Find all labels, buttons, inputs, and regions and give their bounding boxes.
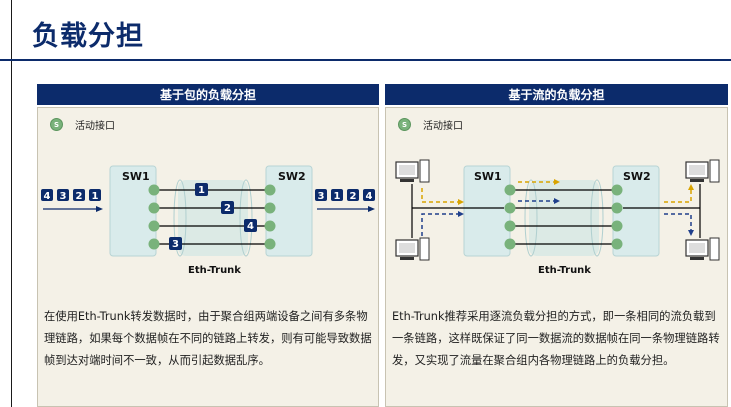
description-packet: 在使用Eth-Trunk转发数据时，由于聚合组两端设备之间有多条物理链路，如果每… (44, 310, 372, 367)
link-packet-label: 3 (172, 239, 179, 250)
port-icon (264, 202, 276, 214)
link-packet-3: 4 (244, 219, 257, 232)
description-flow: Eth-Trunk推荐采用逐流负载分担的方式，即一条相同的流负载到一条链路，这样… (392, 310, 720, 367)
title-divider (0, 59, 731, 61)
arrow-right-icon (368, 206, 375, 212)
outgoing-packet: 3 (318, 191, 325, 202)
sw1-ports (504, 184, 516, 250)
flow-a-arrow (664, 188, 692, 203)
trunk-bundle (178, 180, 248, 256)
incoming-packet: 3 (60, 191, 67, 202)
panel-flow-based: S 活动接口 SW1 SW2 Eth-Trunk (385, 107, 728, 407)
port-icon (148, 220, 160, 232)
trunk-label: Eth-Trunk (188, 265, 241, 276)
sw2-label: SW2 (623, 170, 651, 183)
sw1-ports (148, 184, 160, 250)
port-icon (611, 238, 623, 250)
port-icon (504, 220, 516, 232)
port-icon (504, 238, 516, 250)
left-edge-rule (11, 0, 12, 407)
outgoing-packet: 2 (350, 191, 357, 202)
trunk-end-left (524, 179, 538, 257)
port-icon (611, 184, 623, 196)
port-icon: S (398, 118, 411, 131)
trunk-end-left (173, 179, 187, 257)
sw2-label: SW2 (278, 170, 306, 183)
link-packet-2: 2 (221, 201, 234, 214)
outgoing-packets: 3 1 2 4 (315, 189, 375, 212)
trunk-end-right (590, 179, 604, 257)
packet-diagram: SW1 SW2 Eth-Trunk 1 (41, 165, 375, 276)
pc-icon (685, 237, 720, 261)
arrow-right-icon (458, 199, 464, 205)
port-icon (264, 220, 276, 232)
port-icon (148, 184, 160, 196)
arrow-right-icon (458, 211, 464, 217)
link-packet-1: 1 (195, 183, 208, 196)
incoming-packet: 1 (92, 191, 99, 202)
sw2-ports (611, 184, 623, 250)
port-icon (504, 202, 516, 214)
port-icon (264, 184, 276, 196)
arrow-right-icon (554, 198, 560, 204)
panel-packet-based: S 活动接口 SW1 SW2 Eth-Trunk (37, 107, 379, 407)
pc-icon (395, 159, 430, 183)
trunk-end-right (239, 179, 253, 257)
trunk-label: Eth-Trunk (538, 265, 591, 276)
arrow-right-icon (96, 206, 103, 212)
sw2-ports (264, 184, 276, 250)
sw1-label: SW1 (474, 170, 502, 183)
port-icon (264, 238, 276, 250)
arrow-down-icon (688, 230, 694, 236)
panel-header-flow: 基于流的负载分担 (385, 84, 728, 105)
port-icon (148, 238, 160, 250)
outgoing-packet: 1 (334, 191, 341, 202)
outgoing-packet: 4 (366, 191, 373, 202)
legend-label: 活动接口 (423, 121, 463, 132)
legend-active-port: S 活动接口 (398, 117, 463, 132)
flow-a-arrow (421, 188, 460, 203)
link-packet-4: 3 (169, 237, 182, 250)
sw1-label: SW1 (122, 170, 150, 183)
incoming-packets: 4 3 2 1 (41, 189, 103, 212)
flow-b-arrow (664, 213, 692, 232)
flow-b-arrow (421, 213, 460, 236)
legend-active-port: S 活动接口 (50, 117, 115, 132)
arrow-up-icon (688, 184, 694, 190)
trunk-bundle (529, 180, 599, 256)
port-icon (504, 184, 516, 196)
link-packet-label: 4 (247, 221, 254, 232)
port-icon (611, 220, 623, 232)
port-icon (611, 202, 623, 214)
link-packet-label: 1 (198, 185, 205, 196)
flow-diagram: SW1 SW2 Eth-Trunk (395, 159, 720, 276)
legend-label: 活动接口 (75, 121, 115, 132)
pc-icon (395, 237, 430, 261)
panel-header-packet: 基于包的负载分担 (37, 84, 379, 105)
incoming-packet: 4 (44, 191, 51, 202)
port-icon: S (50, 118, 63, 131)
page-title: 负载分担 (32, 21, 144, 52)
link-packet-label: 2 (224, 203, 231, 214)
pc-icon (685, 159, 720, 183)
arrow-right-icon (554, 179, 560, 185)
incoming-packet: 2 (76, 191, 83, 202)
port-icon (148, 202, 160, 214)
